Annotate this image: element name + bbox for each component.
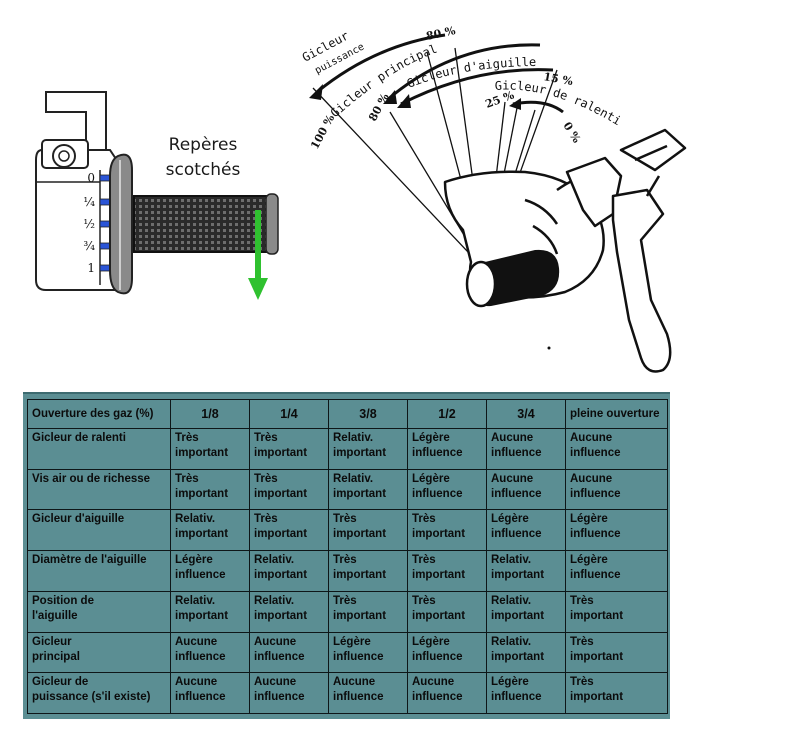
influence-cell: Très important <box>249 509 329 552</box>
influence-cell: Aucune influence <box>486 468 566 511</box>
influence-cell: Très important <box>328 509 408 552</box>
influence-cell: Aucune influence <box>170 631 250 674</box>
influence-cell: Légère influence <box>407 468 487 511</box>
grip-illustration: 0 ¼ ½ ¾ 1 <box>35 91 279 300</box>
influence-cell: Aucune influence <box>249 672 329 714</box>
influence-cell: Très important <box>565 672 668 714</box>
pct-80-left: 80 % <box>366 91 392 124</box>
pct-15: 15 % <box>542 70 574 88</box>
influence-cell: Relativ. important <box>170 509 250 552</box>
influence-cell: Aucune influence <box>407 672 487 714</box>
row-label-cell: Gicleur principal <box>27 631 171 674</box>
header-cell-full: pleine ouverture <box>565 399 668 429</box>
influence-cell: Très important <box>407 590 487 633</box>
header-cell-1-8: 1/8 <box>170 399 250 429</box>
header-cell-3-8: 3/8 <box>328 399 408 429</box>
influence-cell: Légère influence <box>565 509 668 552</box>
pct-25: 25 % <box>484 88 517 111</box>
influence-cell: Aucune influence <box>486 428 566 470</box>
row-label-cell: Position de l'aiguille <box>27 590 171 633</box>
arc-puissance <box>316 33 446 94</box>
influence-cell: Très important <box>249 428 329 470</box>
table-header-row: Ouverture des gaz (%) 1/8 1/4 3/8 1/2 3/… <box>27 399 668 429</box>
influence-cell: Aucune influence <box>565 428 668 470</box>
influence-cell: Légère influence <box>565 550 668 592</box>
influence-cell: Relativ. important <box>328 428 408 470</box>
header-cell-opening: Ouverture des gaz (%) <box>27 399 171 429</box>
influence-table-panel: Ouverture des gaz (%) 1/8 1/4 3/8 1/2 3/… <box>23 392 670 719</box>
influence-cell: Aucune influence <box>328 672 408 714</box>
scale-mark-label: 1 <box>87 261 95 275</box>
row-label-cell: Gicleur de ralenti <box>27 428 171 470</box>
arc-principal <box>386 43 541 102</box>
tape-caption-line2: scotchés <box>165 160 241 180</box>
influence-cell: Relativ. important <box>486 590 566 633</box>
pct-0: 0 % <box>560 120 583 146</box>
influence-cell: Légère influence <box>407 428 487 470</box>
influence-cell: Légère influence <box>486 509 566 552</box>
throttle-diagram: Gicleur puissance Gicleur principal Gicl… <box>300 24 687 373</box>
pct-100: 100 % <box>308 112 337 151</box>
influence-cell: Très important <box>565 590 668 633</box>
influence-cell: Très important <box>407 509 487 552</box>
influence-cell: Aucune influence <box>249 631 329 674</box>
pct-80-top: 80 % <box>425 24 457 43</box>
influence-cell: Relativ. important <box>249 590 329 633</box>
influence-cell: Relativ. important <box>486 631 566 674</box>
influence-cell: Relativ. important <box>249 550 329 592</box>
influence-cell: Légère influence <box>407 631 487 674</box>
influence-cell: Très important <box>170 468 250 511</box>
rotation-arrow-icon <box>248 210 268 300</box>
influence-cell: Relativ. important <box>170 590 250 633</box>
influence-cell: Légère influence <box>170 550 250 592</box>
brake-lever <box>565 128 687 373</box>
header-cell-3-4: 3/4 <box>486 399 566 429</box>
grip-rubber <box>133 195 277 253</box>
influence-cell: Très important <box>249 468 329 511</box>
row-label-cell: Diamètre de l'aiguille <box>27 550 171 592</box>
influence-cell: Légère influence <box>328 631 408 674</box>
influence-cell: Légère influence <box>486 672 566 714</box>
row-label-cell: Vis air ou de richesse <box>27 468 171 511</box>
influence-cell: Très important <box>328 550 408 592</box>
handlebar-grip <box>465 249 560 308</box>
jet-influence-table: Ouverture des gaz (%) 1/8 1/4 3/8 1/2 3/… <box>27 399 668 714</box>
scale-mark-label: ¾ <box>83 239 95 253</box>
influence-cell: Très important <box>407 550 487 592</box>
scale-mark-label: 0 <box>87 171 95 185</box>
influence-cell: Aucune influence <box>565 468 668 511</box>
influence-cell: Très important <box>565 631 668 674</box>
table-row: Gicleur de puissance (s'il existe)Aucune… <box>27 672 668 714</box>
arc-aiguille <box>400 68 554 106</box>
influence-cell: Relativ. important <box>486 550 566 592</box>
scale-mark-label: ¼ <box>83 195 95 209</box>
row-label-cell: Gicleur d'aiguille <box>27 509 171 552</box>
header-cell-1-4: 1/4 <box>249 399 329 429</box>
influence-cell: Relativ. important <box>328 468 408 511</box>
header-cell-1-2: 1/2 <box>407 399 487 429</box>
influence-cell: Très important <box>170 428 250 470</box>
scale-mark-label: ½ <box>83 217 95 231</box>
tape-caption-line1: Repères <box>168 135 238 155</box>
influence-cell: Aucune influence <box>170 672 250 714</box>
row-label-cell: Gicleur de puissance (s'il existe) <box>27 672 171 714</box>
influence-cell: Très important <box>328 590 408 633</box>
